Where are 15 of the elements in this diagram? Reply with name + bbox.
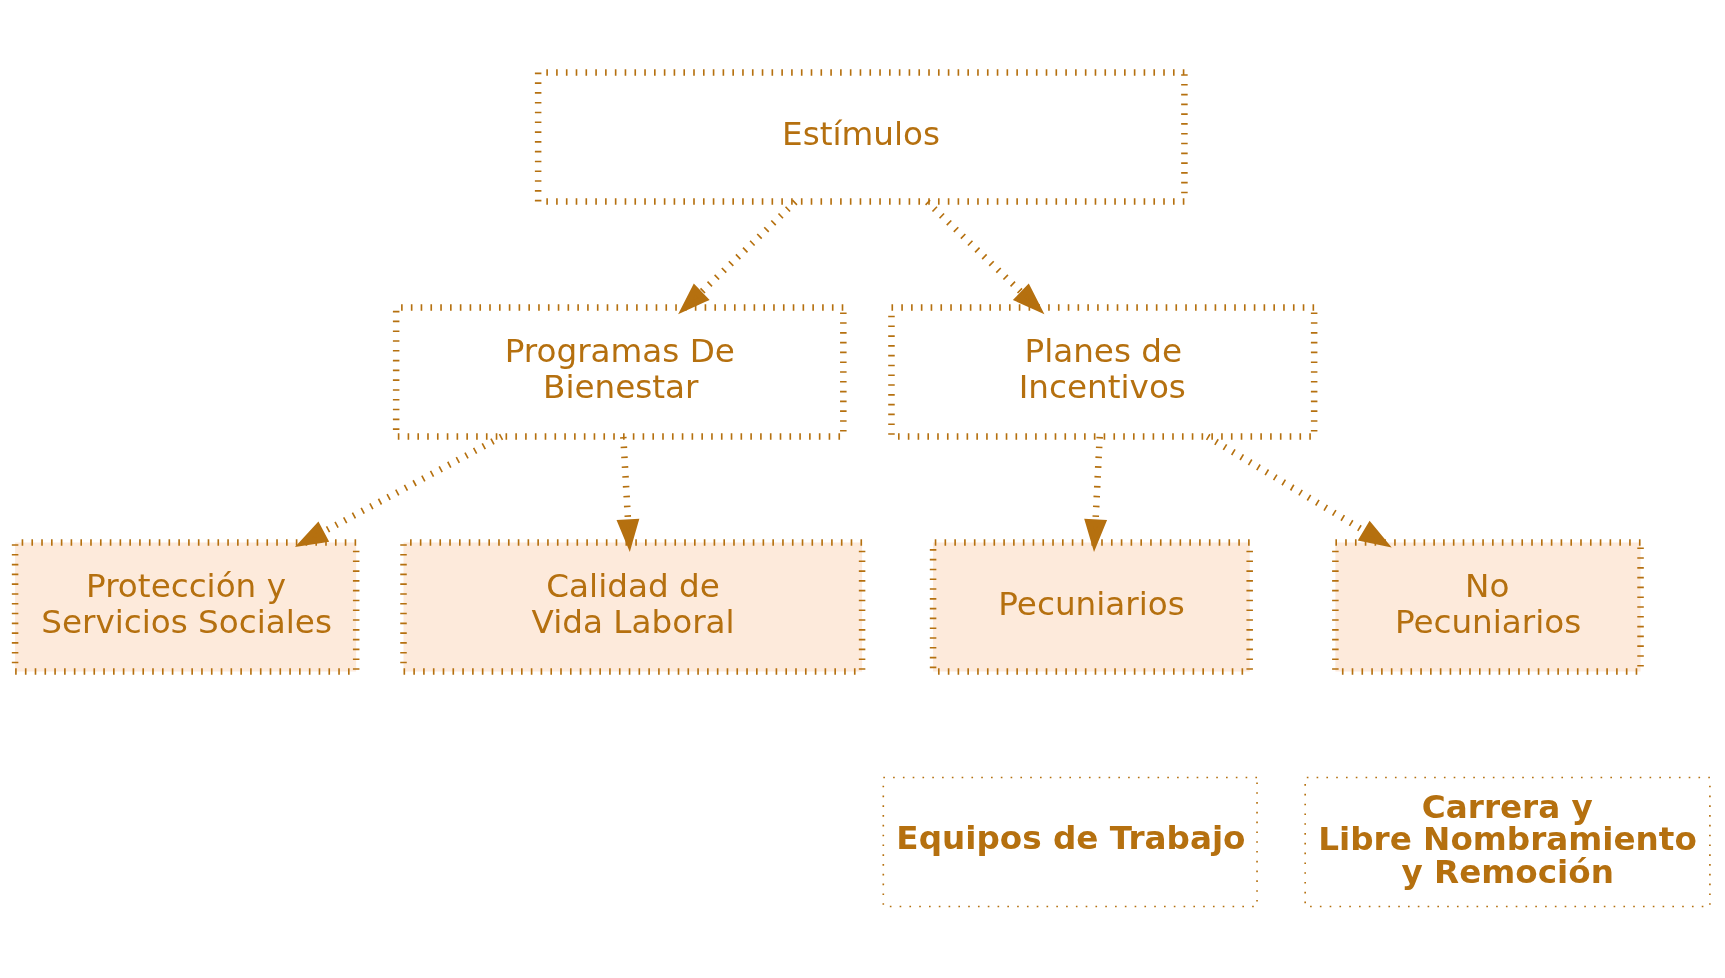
node-box: Estímulos	[534, 68, 1188, 205]
node-box: Equipos de Trabajo	[882, 776, 1258, 907]
node-box: Pecuniarios	[929, 538, 1253, 675]
arrow	[925, 199, 1045, 314]
arrow	[1084, 436, 1108, 552]
node-box: Programas De Bienestar	[392, 303, 847, 440]
node-box: Calidad de Vida Laboral	[400, 538, 866, 675]
arrow	[678, 199, 798, 314]
arrow	[1205, 433, 1392, 547]
arrow	[294, 433, 504, 547]
node-box: Protección y Servicios Sociales	[11, 538, 360, 675]
arrow	[616, 436, 640, 552]
node-box: Carrera y Libre Nombramiento y Remoción	[1304, 776, 1711, 907]
node-box: Planes de Incentivos	[888, 303, 1318, 440]
node-box: No Pecuniarios	[1332, 538, 1644, 675]
